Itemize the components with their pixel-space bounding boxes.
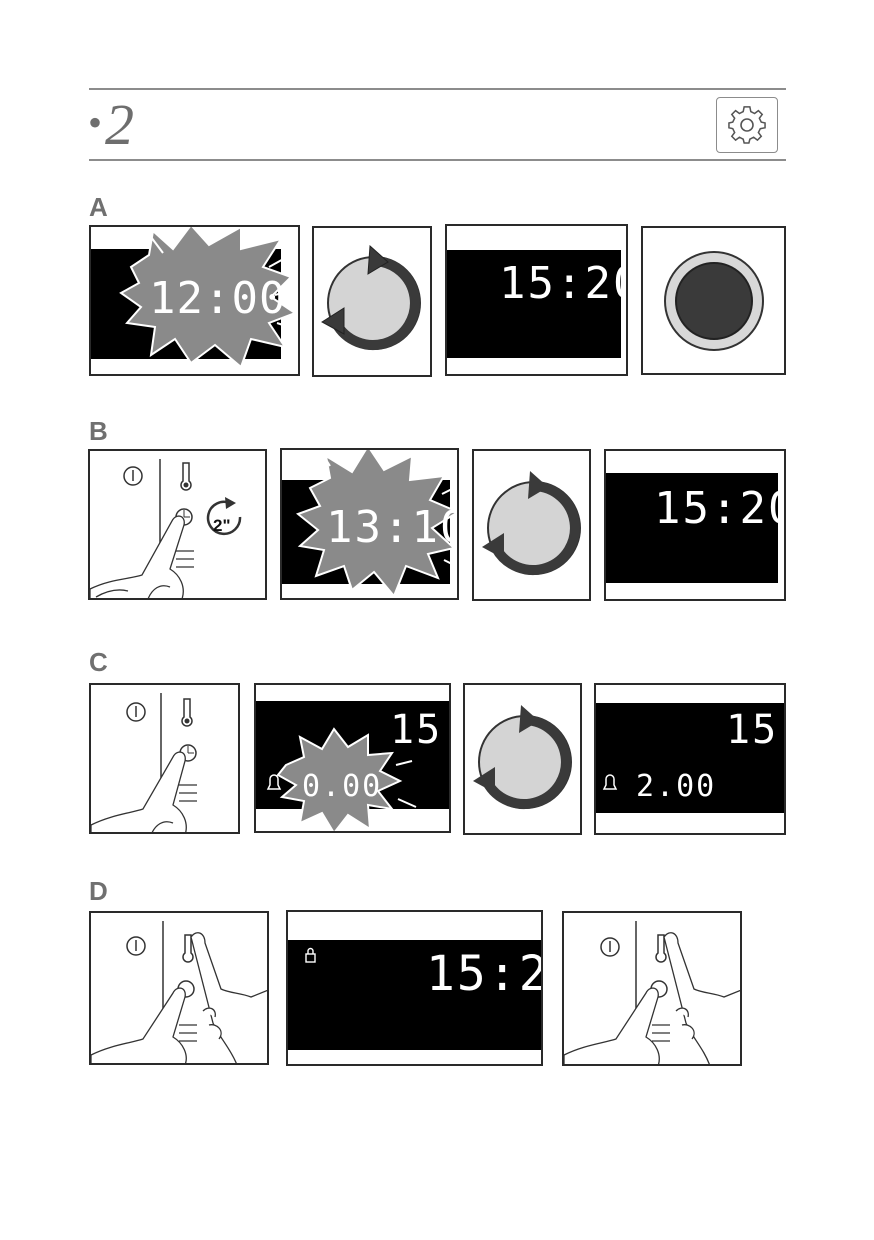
panel-a1-flashing-display: 12:00 xyxy=(89,225,300,376)
power-icon xyxy=(600,937,620,957)
clock-display-text: 15:2 xyxy=(390,707,449,753)
step-bullet: • xyxy=(88,100,103,145)
rotate-arrow-icon xyxy=(321,244,421,350)
knob-button-icon xyxy=(664,251,764,351)
panel-c1-finger-press[interactable] xyxy=(89,683,240,834)
thermometer-icon xyxy=(181,698,193,727)
section-letter-c: C xyxy=(89,647,108,677)
section-letter-a: A xyxy=(89,192,108,222)
hold-duration-label: 2" xyxy=(213,516,231,535)
bell-icon xyxy=(602,774,618,790)
clock-display-text: 15:20 xyxy=(426,946,541,1002)
panel-c2-timer-flashing: 15:2 0.00 xyxy=(254,683,451,833)
gear-icon xyxy=(728,106,766,144)
panel-d1-two-finger-lock[interactable] xyxy=(89,911,269,1065)
panel-b1-finger-press[interactable]: 2" xyxy=(88,449,267,600)
thermometer-icon xyxy=(655,934,667,963)
timer-display-text: 0.00 xyxy=(302,769,383,804)
rotate-arrow-icon xyxy=(482,471,581,575)
panel-b3-rotary-knob[interactable] xyxy=(472,449,591,601)
thermometer-icon xyxy=(182,934,194,963)
clock-display-text: 12:00 xyxy=(149,273,287,324)
panel-b4-clock-display: 15:20 xyxy=(604,449,786,601)
hold-2s-icon xyxy=(206,497,242,536)
bell-icon xyxy=(266,774,282,790)
panel-a2-rotary-knob[interactable] xyxy=(312,226,432,377)
panel-d2-locked-display: 15:20 xyxy=(286,910,543,1066)
rotate-arrow-icon xyxy=(473,705,572,809)
power-icon xyxy=(126,702,146,722)
clock-display-text: 15:20 xyxy=(654,483,786,534)
timer-display-text: 2.00 xyxy=(636,769,717,804)
section-letter-d: D xyxy=(89,876,108,906)
section-letter-b: B xyxy=(89,416,108,446)
lock-icon xyxy=(305,947,316,963)
clock-display-text: 15:2 xyxy=(726,707,784,753)
settings-button[interactable] xyxy=(716,97,778,153)
panel-c4-timer-display: 15:2 2.00 xyxy=(594,683,786,835)
panel-b2-flashing-display: 13:10 xyxy=(280,448,459,600)
panel-a3-clock-display: 15:20 xyxy=(445,224,628,376)
top-rule xyxy=(89,88,786,90)
power-icon xyxy=(123,466,143,486)
power-icon xyxy=(126,936,146,956)
thermometer-icon xyxy=(180,462,192,491)
panel-c3-rotary-knob[interactable] xyxy=(463,683,582,835)
clock-display-text: 15:20 xyxy=(499,258,628,309)
clock-display-text: 13:10 xyxy=(326,502,459,553)
step-heading: •2 xyxy=(88,92,135,157)
heading-rule xyxy=(89,159,786,161)
step-number: 2 xyxy=(105,92,135,157)
panel-a4-press-knob[interactable] xyxy=(641,226,786,375)
panel-d3-two-finger-unlock[interactable] xyxy=(562,911,742,1066)
